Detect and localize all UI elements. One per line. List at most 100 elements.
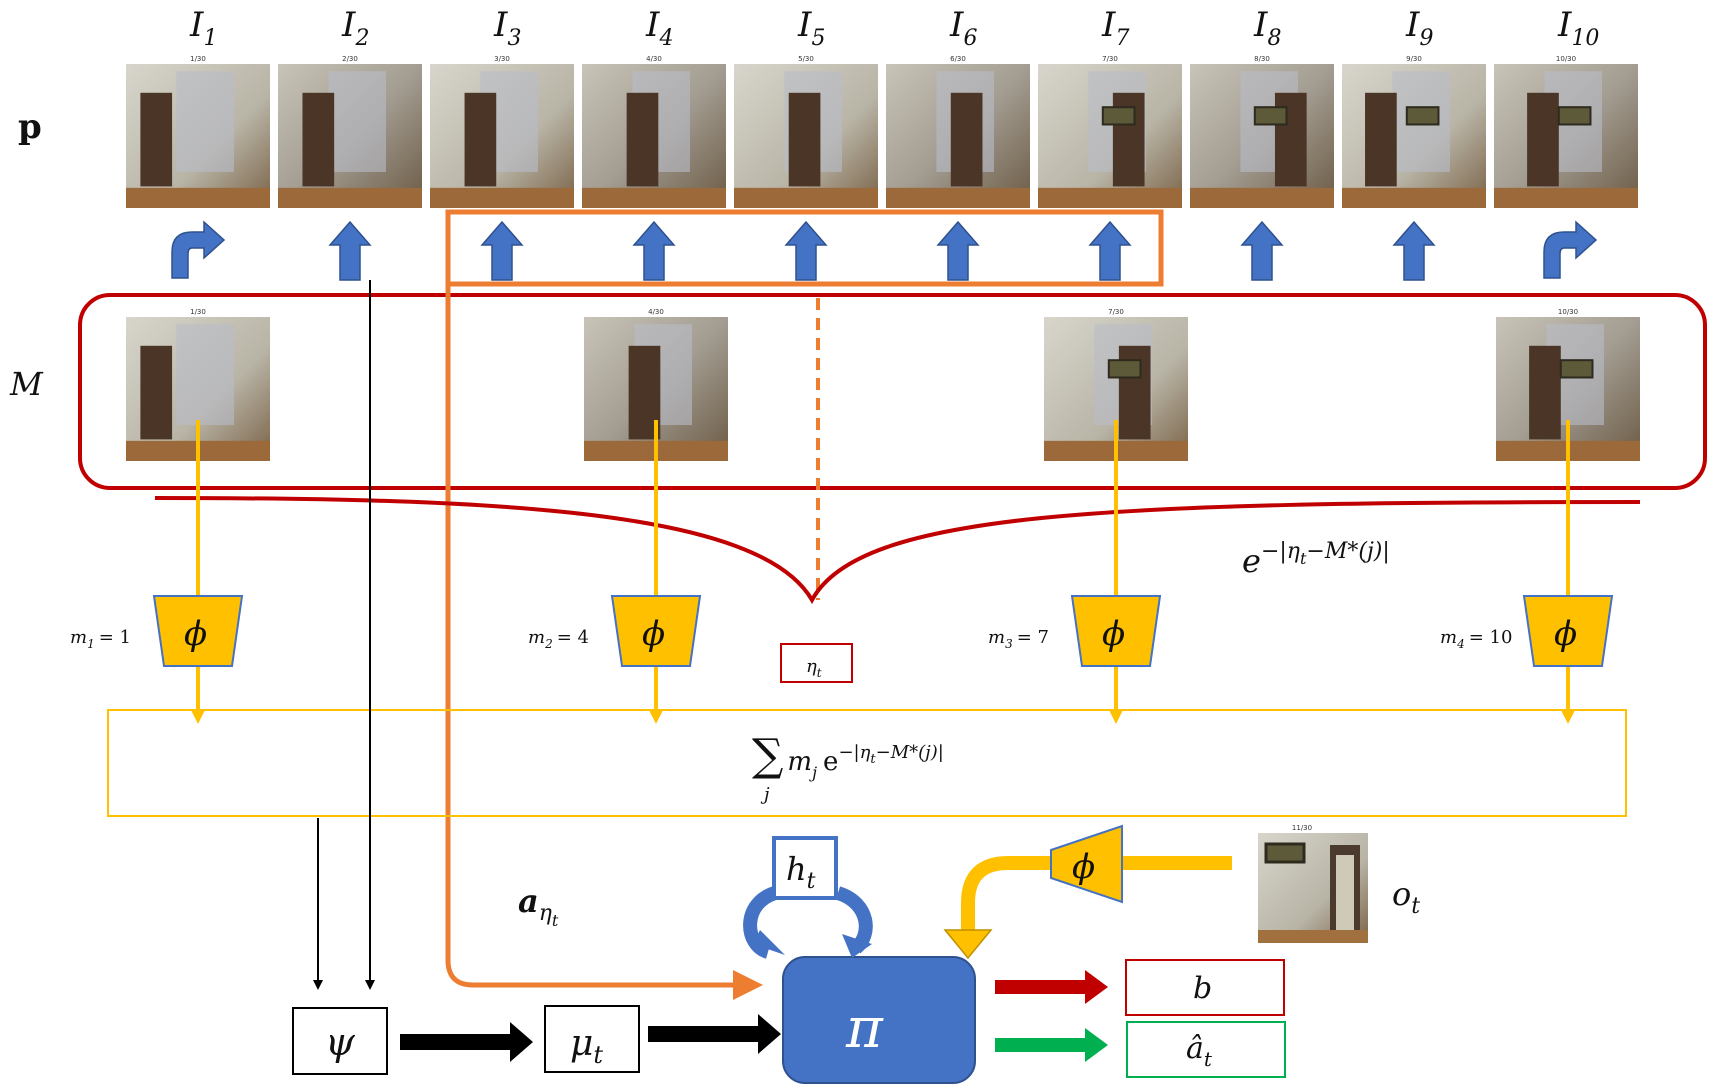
aggregation-box	[107, 709, 1627, 817]
observation-caption: 11/30	[1292, 824, 1312, 832]
forward-arrow-icon	[480, 220, 524, 281]
sequence-row-label: p	[18, 107, 42, 147]
mu-label: μt	[570, 1023, 603, 1069]
psi-symbol: ψ	[325, 1020, 356, 1064]
sequence-frame: I2 2/30	[278, 5, 422, 281]
memory-frame: 4/30	[584, 308, 728, 461]
sequence-frames: I1 1/30 I2 2/30 I3 3/30 I4 4/30 I5 5/30 I6 6/30 I7 7/…	[126, 5, 1638, 281]
hidden-loop-left	[743, 886, 778, 959]
frame-label: I1	[189, 5, 217, 51]
action-label: aηt	[518, 882, 559, 930]
obs-encoder-shape	[1050, 824, 1123, 904]
obs-encoder-symbol: ϕ	[1072, 847, 1095, 887]
psi-box	[292, 1007, 388, 1075]
frame-caption: 9/30	[1406, 55, 1422, 63]
encoder-shape	[152, 595, 244, 667]
green-output-arrow	[995, 1028, 1108, 1062]
forward-arrow-icon	[784, 220, 828, 281]
policy-symbol: π	[845, 996, 884, 1061]
frame-caption: 4/30	[646, 55, 662, 63]
sequence-frame: I4 4/30	[582, 5, 726, 281]
turn-right-arrow-icon	[171, 220, 226, 279]
output-b-label: b	[1193, 971, 1212, 1006]
sequence-frame: I10 10/30	[1494, 5, 1638, 279]
observation-frame: 11/30	[1258, 824, 1368, 943]
encoder-shape	[1522, 595, 1614, 667]
forward-arrow-icon	[1240, 220, 1284, 281]
aggregation-index: j	[760, 784, 770, 805]
sequence-frame: I7 7/30	[1038, 5, 1182, 281]
frame-caption: 3/30	[494, 55, 510, 63]
eta-box	[780, 643, 853, 683]
frame-caption: 8/30	[1254, 55, 1270, 63]
output-a-label: ât	[1186, 1031, 1213, 1071]
encoder-symbol: ϕ	[184, 614, 207, 654]
memory-index-label: m4= 10	[1440, 627, 1512, 651]
orange-selection-box	[445, 209, 1164, 287]
forward-arrow-icon	[936, 220, 980, 281]
frame-caption: 2/30	[342, 55, 358, 63]
frame-label: I3	[493, 5, 521, 51]
memory-frame: 10/30	[1496, 308, 1640, 461]
memory-box	[78, 293, 1707, 490]
sequence-frame: I3 3/30	[430, 5, 574, 281]
forward-arrow-icon	[1392, 220, 1436, 281]
memory-label: M	[9, 365, 44, 403]
obs-to-policy-head	[943, 929, 993, 960]
sequence-frame: I9 9/30	[1342, 5, 1486, 281]
obs-to-policy-path	[961, 856, 1232, 935]
encoder-symbol: ϕ	[1102, 614, 1125, 654]
memory-caption: 4/30	[648, 308, 664, 316]
red-output-arrow	[995, 970, 1108, 1004]
memory-index-label: m2= 4	[528, 627, 589, 651]
frame-label: I6	[949, 5, 977, 51]
frame-caption: 5/30	[798, 55, 814, 63]
frame-caption: 7/30	[1102, 55, 1118, 63]
memory-caption: 1/30	[190, 308, 206, 316]
forward-arrow-icon	[632, 220, 676, 281]
frame-label: I5	[797, 5, 825, 51]
observation-label: ot	[1392, 875, 1420, 919]
frame-label: I10	[1557, 5, 1599, 51]
turn-right-arrow-icon	[1543, 220, 1598, 279]
frame-caption: 6/30	[950, 55, 966, 63]
memory-index-label: m1= 1	[70, 627, 131, 651]
orange-action-path	[445, 284, 740, 988]
memory-frame: 7/30	[1044, 308, 1188, 461]
mu-box	[544, 1005, 640, 1073]
frame-label: I2	[341, 5, 369, 51]
attention-curve	[154, 496, 1641, 605]
encoder-symbol: ϕ	[642, 614, 665, 654]
hidden-state-box	[772, 836, 838, 900]
output-b-box	[1125, 959, 1285, 1016]
encoder-symbol: ϕ	[1554, 614, 1577, 654]
mu-to-pi-arrow	[648, 1014, 781, 1054]
policy-box	[782, 956, 976, 1084]
orange-arrowhead	[733, 970, 763, 1000]
sequence-frame: I5 5/30	[734, 5, 878, 281]
sequence-frame: I1 1/30	[126, 5, 270, 279]
encoder-shape	[1070, 595, 1162, 667]
frame-label: I8	[1253, 5, 1281, 51]
frame-label: I7	[1101, 5, 1129, 51]
memory-index-label: m3= 7	[988, 627, 1049, 651]
memory-frames: 1/30 4/30 7/30 10/30	[126, 308, 1640, 461]
encoder-shape	[610, 595, 702, 667]
memory-caption: 10/30	[1558, 308, 1578, 316]
forward-arrow-icon	[1088, 220, 1132, 281]
output-a-box	[1126, 1021, 1286, 1078]
memory-encoders: ϕ m1= 1 ϕ m2= 4 ϕ m3= 7 ϕ m4= 10	[70, 420, 1614, 724]
hidden-state-label: ht	[786, 850, 816, 894]
attention-formula: e−|ηt−M*(j)|	[1242, 539, 1390, 580]
frame-caption: 10/30	[1556, 55, 1576, 63]
hidden-loop-left-head	[753, 930, 785, 955]
frame-label: I4	[645, 5, 673, 51]
psi-to-mu-arrow	[400, 1022, 533, 1062]
memory-caption: 7/30	[1108, 308, 1124, 316]
frame-label: I9	[1405, 5, 1433, 51]
frame-caption: 1/30	[190, 55, 206, 63]
hidden-loop-right-head	[842, 934, 872, 958]
sequence-frame: I8 8/30	[1190, 5, 1334, 281]
